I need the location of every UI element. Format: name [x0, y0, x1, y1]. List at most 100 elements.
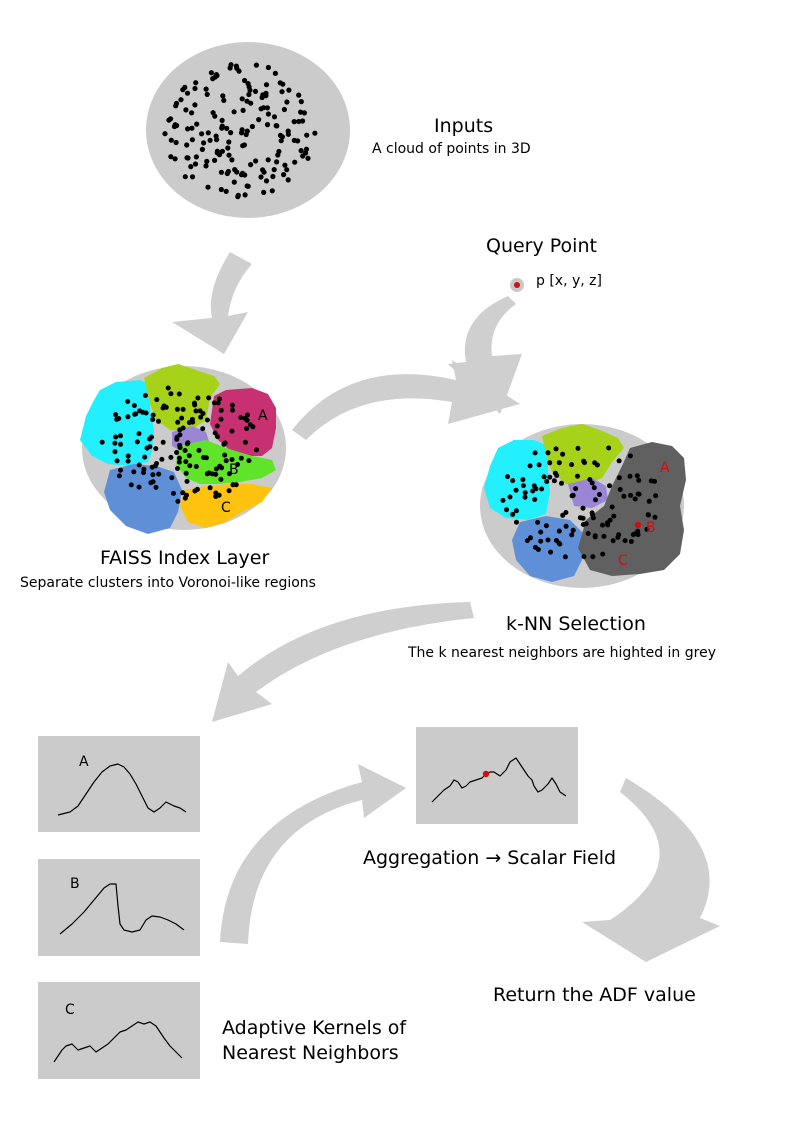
point-dot	[285, 177, 291, 183]
point-dot	[510, 511, 516, 517]
arrow-aggregation-to-result	[582, 778, 720, 962]
point-dot	[172, 156, 178, 162]
point-dot	[281, 106, 287, 113]
point-dot	[263, 178, 270, 184]
point-dot	[536, 462, 542, 468]
point-dot	[150, 417, 156, 422]
point-dot	[560, 451, 566, 457]
point-dot	[520, 483, 526, 489]
point-dot	[296, 92, 302, 98]
point-dot	[149, 464, 155, 470]
point-dot	[193, 80, 199, 86]
point-dot	[207, 485, 213, 491]
point-dot	[234, 169, 240, 175]
point-dot	[621, 493, 627, 499]
point-dot	[627, 473, 633, 479]
point-dot	[180, 406, 186, 412]
point-dot	[218, 416, 224, 422]
point-dot	[162, 131, 168, 137]
knn-region-cyan	[484, 440, 550, 520]
point-dot	[547, 460, 553, 466]
point-dot	[575, 445, 581, 451]
faiss-label-c: C	[221, 500, 231, 516]
kernel-panel-c: C	[38, 982, 200, 1079]
point-dot	[112, 440, 118, 446]
point-dot	[270, 173, 276, 180]
point-dot	[156, 418, 161, 424]
point-dot	[573, 486, 579, 492]
point-dot	[541, 474, 547, 480]
point-dot	[600, 551, 606, 557]
point-dot	[278, 138, 284, 144]
point-dot	[214, 137, 220, 143]
faiss-label-b: B	[229, 462, 239, 478]
point-dot	[189, 137, 195, 143]
point-dot	[210, 110, 216, 116]
kernels-caption-line1: Adaptive Kernels of	[222, 1017, 407, 1039]
point-dot	[195, 395, 201, 401]
point-dot	[208, 70, 214, 76]
point-dot	[583, 521, 589, 527]
point-dot	[180, 87, 186, 93]
point-dot	[590, 554, 596, 560]
point-dot	[264, 122, 271, 128]
point-dot	[214, 150, 220, 156]
point-dot	[628, 492, 634, 498]
point-dot	[648, 478, 654, 484]
point-dot	[190, 419, 196, 425]
point-dot	[636, 491, 642, 497]
point-dot	[592, 460, 598, 466]
point-dot	[154, 397, 160, 403]
point-dot	[235, 462, 240, 467]
point-dot	[246, 91, 252, 98]
point-dot	[305, 155, 311, 161]
point-dot	[246, 458, 252, 464]
point-dot	[168, 137, 174, 143]
point-dot	[554, 473, 560, 478]
point-dot	[206, 395, 212, 401]
point-dot	[136, 431, 142, 437]
point-dot	[273, 123, 279, 129]
point-dot	[204, 471, 210, 477]
point-dot	[607, 517, 613, 523]
point-dot	[296, 118, 302, 125]
point-dot	[597, 492, 602, 497]
point-dot	[230, 407, 236, 413]
point-dot	[264, 105, 270, 111]
point-dot	[258, 174, 264, 180]
point-dot	[553, 446, 559, 452]
point-dot	[250, 424, 256, 430]
point-dot	[245, 81, 251, 87]
point-dot	[212, 157, 218, 163]
point-dot	[611, 513, 617, 519]
point-dot	[176, 455, 182, 461]
point-dot	[125, 453, 131, 459]
point-dot	[171, 490, 176, 496]
point-dot	[298, 99, 304, 105]
point-dot	[150, 479, 156, 485]
point-dot	[653, 493, 659, 499]
point-dot	[580, 505, 586, 511]
point-dot	[570, 492, 576, 498]
point-dot	[184, 90, 191, 96]
point-dot	[212, 430, 218, 436]
point-dot	[118, 467, 123, 473]
point-dot	[204, 158, 210, 164]
point-dot	[533, 544, 538, 550]
point-dot	[144, 445, 150, 451]
faiss-cluster-map: A B C	[80, 364, 286, 534]
point-dot	[530, 488, 536, 494]
point-dot	[627, 453, 633, 459]
point-dot	[587, 477, 593, 482]
point-dot	[168, 454, 174, 460]
point-dot	[652, 514, 658, 520]
point-dot	[263, 82, 270, 88]
point-dot	[532, 450, 538, 456]
point-dot	[197, 408, 203, 414]
point-dot	[242, 439, 248, 445]
point-dot	[143, 410, 149, 416]
point-dot	[174, 406, 180, 412]
point-dot	[116, 473, 122, 479]
result-title: Return the ADF value	[493, 984, 696, 1006]
faiss-subtitle: Separate clusters into Voronoi-like regi…	[20, 575, 316, 591]
